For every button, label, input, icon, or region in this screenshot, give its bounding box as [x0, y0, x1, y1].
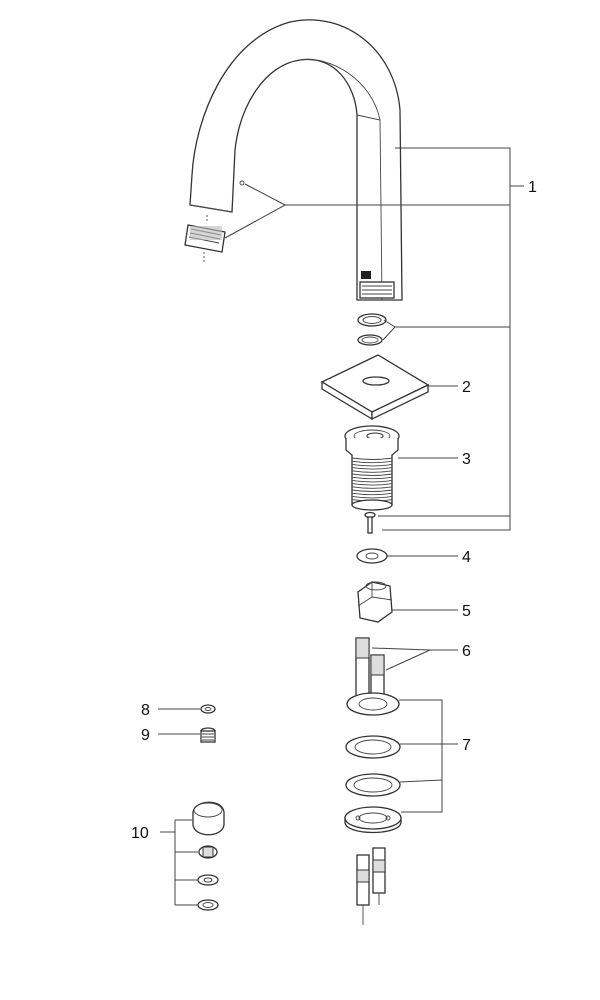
- thread-line: [351, 483, 393, 486]
- connection-hoses: [355, 637, 385, 715]
- washer: [356, 548, 388, 564]
- part-8-ring: [200, 704, 216, 714]
- thread-line: [351, 473, 393, 476]
- thread-line: [351, 492, 393, 496]
- mounting-rings: [344, 692, 402, 834]
- o-rings: [357, 313, 387, 346]
- callout-2: 2: [462, 379, 471, 396]
- thread-line: [351, 486, 393, 489]
- threaded-shank: [344, 425, 400, 511]
- aerator: [184, 215, 226, 262]
- callout-9: 9: [141, 727, 150, 744]
- callout-1: 1: [528, 179, 537, 196]
- callout-6: 6: [462, 643, 471, 660]
- callout-3: 3: [462, 451, 471, 468]
- part-9-insert: [200, 727, 216, 743]
- thread-line: [351, 476, 393, 480]
- lower-hoses: [356, 847, 386, 925]
- thread-line: [351, 470, 393, 473]
- hex-adapter: [357, 581, 393, 623]
- leader-lines: [158, 147, 524, 906]
- thread-line: [351, 463, 393, 467]
- part-10-handle-kit: [192, 801, 225, 911]
- faucet-spout: [189, 19, 403, 301]
- callout-7: 7: [462, 737, 471, 754]
- callout-10: 10: [131, 825, 149, 842]
- thread-line: [351, 489, 393, 492]
- thread-line: [351, 479, 393, 483]
- callout-labels: 1 2 3 4 5 6 7 8 9 10: [131, 179, 537, 842]
- thread-line: [351, 457, 393, 460]
- thread-line: [351, 495, 393, 499]
- base-plate: [320, 354, 430, 421]
- thread-line: [351, 467, 393, 470]
- small-screw: [364, 511, 376, 534]
- callout-4: 4: [462, 549, 471, 566]
- callout-8: 8: [141, 702, 150, 719]
- callout-5: 5: [462, 603, 471, 620]
- thread-line: [351, 460, 393, 464]
